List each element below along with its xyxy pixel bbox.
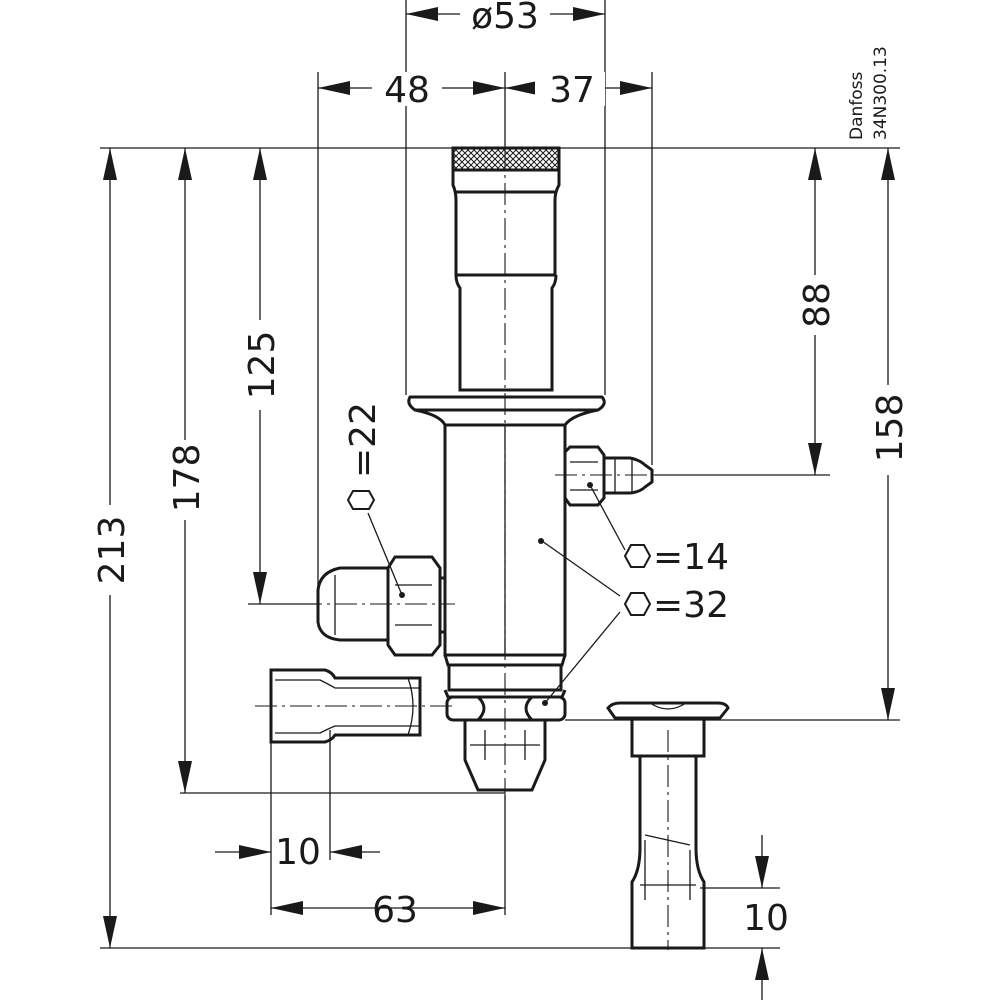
hex-14-label: =14 — [653, 537, 729, 578]
left-tube-fitting — [269, 668, 422, 744]
valve-body — [407, 146, 606, 792]
reference-brand: Danfoss — [847, 71, 867, 140]
dim-37: 37 — [549, 70, 595, 111]
label-masks — [93, 0, 905, 595]
dimension-arrows — [103, 7, 895, 980]
right-tube-fitting — [606, 701, 730, 950]
hex-14-icon — [623, 544, 652, 568]
dim-dia-53: ø53 — [471, 0, 539, 37]
drawing-reference: Danfoss 34N300.13 — [847, 46, 891, 140]
hex-callouts: =22 =14 =32 — [343, 402, 729, 704]
bottom-outlet — [463, 720, 547, 792]
dim-213: 213 — [92, 516, 133, 585]
knurled-cap — [451, 146, 561, 172]
dim-158: 158 — [870, 394, 911, 463]
dim-10-bottom: 10 — [275, 832, 321, 873]
dim-48: 48 — [384, 70, 430, 111]
hex-32-icon — [623, 592, 652, 616]
flange — [407, 395, 606, 412]
dim-178: 178 — [167, 444, 208, 513]
hex-22-label: =22 — [343, 402, 384, 478]
left-connection — [316, 555, 445, 657]
reference-code: 34N300.13 — [871, 46, 891, 140]
center-lines — [255, 148, 669, 950]
extension-lines — [100, 0, 900, 949]
lower-hex-nut — [447, 663, 563, 692]
leader-dots — [399, 482, 593, 706]
dim-88: 88 — [797, 282, 838, 328]
dim-63: 63 — [372, 890, 418, 931]
dimension-labels: ø53 48 37 213 178 125 88 158 10 63 10 — [92, 0, 911, 939]
hex-22-icon — [346, 490, 376, 510]
dim-125: 125 — [242, 331, 283, 400]
dim-10-right: 10 — [743, 898, 789, 939]
hex-32-label: =32 — [653, 585, 729, 626]
right-connection — [563, 445, 654, 507]
